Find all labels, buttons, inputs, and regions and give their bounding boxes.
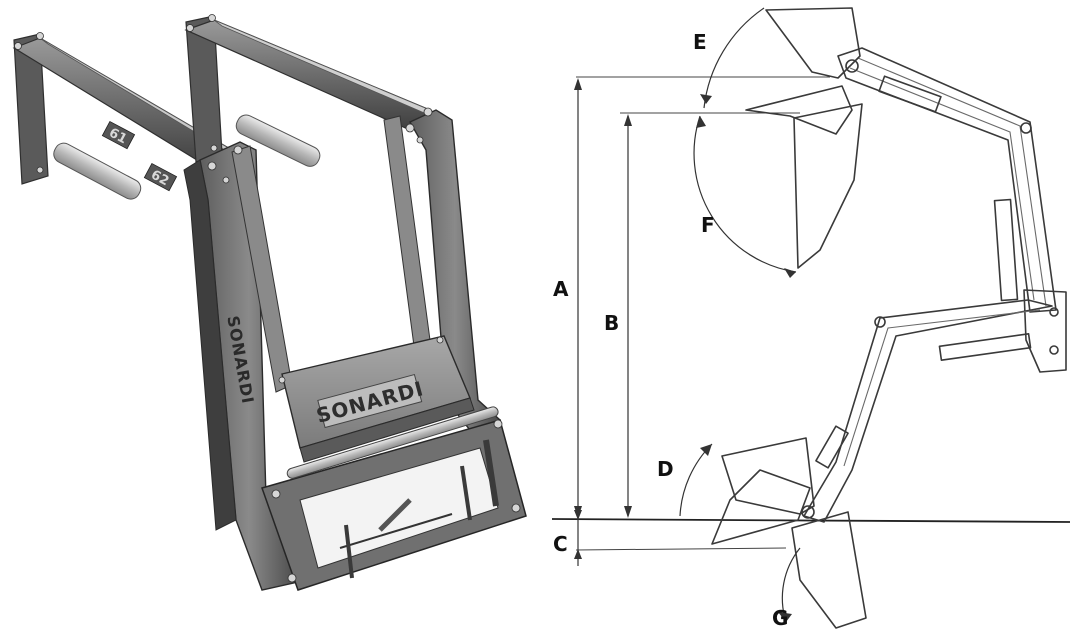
label-e: E: [693, 30, 707, 54]
loader-rendering: SONARDI SONARDI 61 62: [12, 14, 527, 591]
right-top-beam: [184, 19, 432, 131]
left-mount-post: [13, 33, 49, 185]
bucket-ground-flat: [711, 469, 811, 545]
ground-line: [551, 518, 1071, 523]
arc-f: [693, 115, 797, 273]
bucket-ground-rolledback: [721, 437, 815, 515]
label-d: D: [657, 457, 674, 481]
label-f: F: [701, 213, 715, 237]
dimension-b: [624, 114, 632, 518]
bucket-top-level: [745, 85, 853, 135]
label-g: G: [772, 606, 788, 630]
dimension-c: [574, 508, 582, 566]
arc-e: [703, 7, 765, 109]
dimension-diagram: A B C D E F G: [551, 7, 1071, 630]
bucket-top-dumped: [793, 103, 863, 269]
bucket-top-rolledback: [765, 7, 861, 79]
label-b: B: [604, 311, 619, 335]
right-rear-cylinder: [235, 114, 321, 167]
bucket-ground-dumped: [791, 511, 867, 629]
bolt-heads: [14, 14, 521, 583]
label-a: A: [553, 277, 569, 301]
dimension-a: [574, 78, 582, 518]
label-c: C: [553, 532, 568, 556]
left-rear-cylinder: [53, 142, 142, 200]
arm-side-view: [801, 47, 1067, 523]
